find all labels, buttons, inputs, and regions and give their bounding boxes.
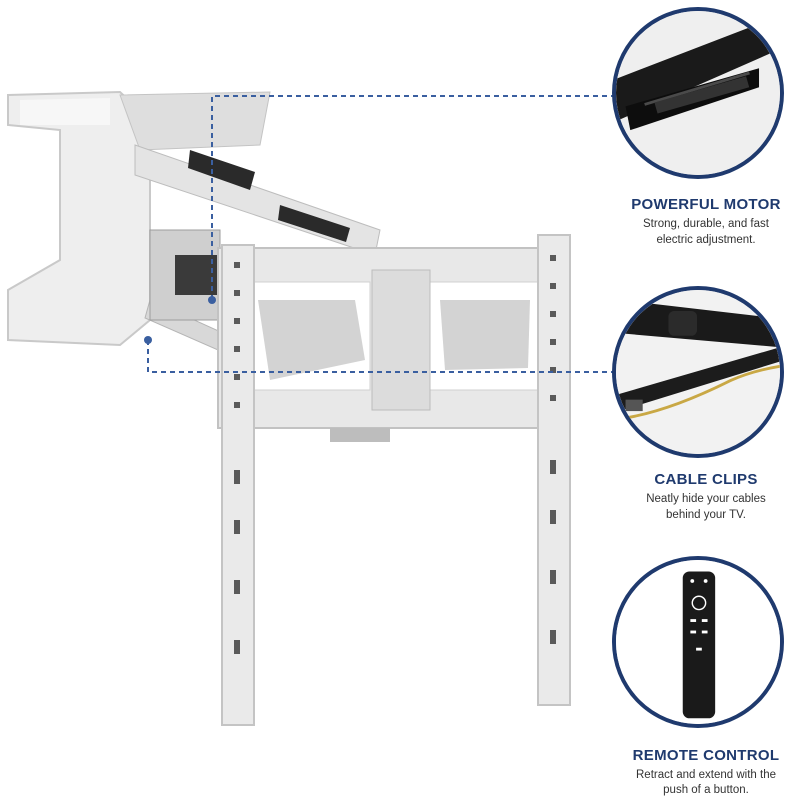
feature-title-cable: CABLE CLIPS: [654, 471, 758, 488]
feature-desc-remote-line2: push of a button.: [663, 784, 749, 796]
remote-control-icon: [612, 556, 784, 728]
feature-desc-cable-line2: behind your TV.: [666, 509, 746, 521]
feature-desc-remote-line1: Retract and extend with the: [636, 769, 776, 781]
feature-title-motor: POWERFUL MOTOR: [631, 196, 781, 213]
motor-closeup-icon: [612, 7, 784, 179]
feature-desc-motor-line2: electric adjustment.: [656, 234, 756, 246]
cable-clip-closeup-icon: [612, 286, 784, 458]
feature-desc-cable-line1: Neatly hide your cables: [646, 493, 766, 505]
feature-desc-motor-line1: Strong, durable, and fast: [643, 218, 769, 230]
feature-title-remote: REMOTE CONTROL: [632, 747, 780, 764]
